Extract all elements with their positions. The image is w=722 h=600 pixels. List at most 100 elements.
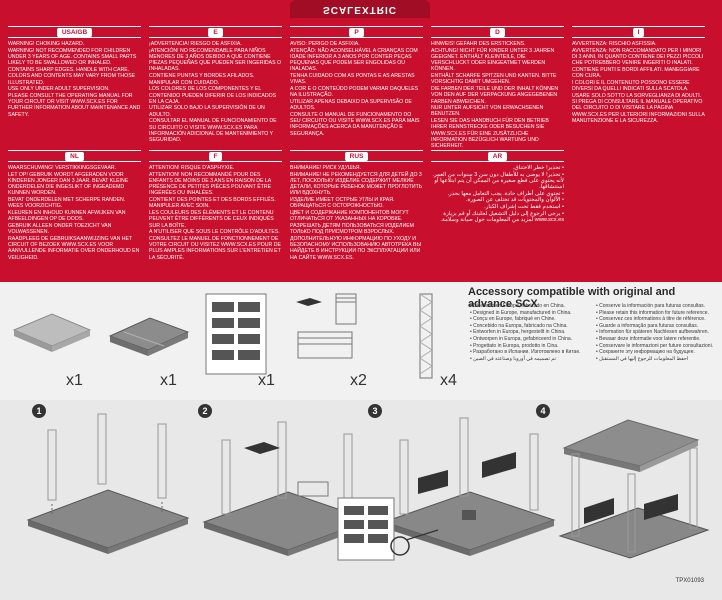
retain-line: • Conserve la información para futuras c…	[596, 303, 706, 309]
warning-line: WARNING! NOT RECOMMENDED FOR CHILDREN UN…	[8, 47, 137, 67]
warning-line: RAADPLEEG DE GEBRUIKSAANWIJZING VAN HET …	[8, 235, 140, 261]
warning-block-ar: AR • تحذير! خطر الاختناق. • تحذير! لا يو…	[431, 150, 564, 261]
quantity-label: x1	[160, 372, 177, 389]
warning-line: KLEUREN EN INHOUD KUNNEN AFWIJKEN VAN AF…	[8, 209, 126, 223]
warning-block-rus: RUS ВНИМАНИЕ! РИСК УДУШЬЯ. ВНИМАНИЕ! НЕ …	[290, 150, 423, 261]
warning-line: WARNING! CHOKING HAZARD.	[8, 41, 85, 47]
origin-line: • Diseñado en Europa, fabricado en China…	[470, 303, 565, 309]
warning-line: РАЗРЕШАТЬ ДЕТЯМ ПОЛЬЗОВАТЬСЯ ИЗДЕЛИЕМ ТО…	[290, 222, 414, 236]
warning-block-i: I AVVERTENZA: RISCHIO ASFISSIA. AVVERTEN…	[572, 26, 705, 150]
warning-block-nl: NL WAARSCHUWING! VERSTIKKINGSGEVAAR. LET…	[8, 150, 141, 261]
truss-pole-piece	[419, 293, 433, 379]
retain-line: • Information für späteren Nachlesen auf…	[596, 329, 709, 336]
retain-line: • Conservez ces informations à titre de …	[596, 316, 706, 323]
quantity-label: x1	[258, 372, 275, 389]
warning-line: CONSULTE O MANUAL DE FUNCIONAMENTO DO SE…	[290, 111, 420, 137]
warning-block-f: F ATTENTION! RISQUE D'ASPHYXIE. ATTENTIO…	[149, 150, 282, 261]
warning-line: BEVAT ONDERDELEN MET SCHERPE RANDEN. WEE…	[8, 197, 126, 210]
warning-line: A COR E O CONTEÚDO PODEM VARIAR DAQUELES…	[290, 85, 419, 99]
step-number: 4	[536, 404, 550, 418]
retain-line: • Please retain this information for fut…	[596, 309, 709, 316]
warning-block-usa-gb: USA/GB WARNING! CHOKING HAZARD. WARNING!…	[8, 26, 141, 150]
lang-badge: D	[490, 27, 505, 37]
sticker-callout	[337, 497, 439, 561]
sticker-sheet-piece	[205, 293, 267, 375]
warning-line: I COLORI E IL CONTENUTO POSSONO ESSERE D…	[572, 79, 690, 92]
lang-badge: USA/GB	[56, 27, 93, 37]
quantity-label: x2	[350, 372, 367, 389]
warning-line: UTILIZAR SOLO BAJO LA SUPERVISIÓN DE UN …	[149, 105, 265, 118]
warning-line: UTILIZAR APENAS DEBAIXO DA SUPERVISÃO DE…	[290, 98, 412, 112]
accessory-title: Accessory compatible with original and a…	[468, 286, 676, 310]
step-4-illustration	[558, 419, 710, 559]
warning-line: ¡ADVERTENCIA! RIESGO DE ASFIXIA.	[149, 41, 242, 47]
step-number: 3	[368, 404, 382, 418]
retain-line: • Bewaar deze informatie voor latere ref…	[596, 335, 701, 342]
lang-badge: AR	[487, 151, 508, 161]
warning-line: CONTIENT DES POINTES ET DES BORDS EFFILÉ…	[149, 197, 276, 210]
lang-badge: F	[208, 151, 223, 161]
origin-line: • Concebido na Europa, fabricado na Chin…	[470, 322, 568, 329]
warning-line: AVVERTENZA: RISCHIO ASFISSIA.	[572, 41, 657, 47]
warning-row-2: NL WAARSCHUWING! VERSTIKKINGSGEVAAR. LET…	[8, 150, 714, 261]
warning-line: ВНИМАНИЕ! НЕ РЕКОМЕНДУЕТСЯ ДЛЯ ДЕТЕЙ ДО …	[290, 171, 423, 197]
warning-line: ¡ATENCIÓN! NO RECOMENDABLE PARA NIÑOS ME…	[149, 47, 282, 73]
warning-line: SI PREGA DI CONSULTARE IL MANUALE OPERAT…	[572, 99, 705, 125]
assembly-illustration	[26, 413, 710, 561]
warning-line: • يرجى الرجوع إلى دليل التشغيل لحلبتك أو…	[440, 210, 564, 223]
retain-line: • Сохраните эту информацию на будущее.	[596, 349, 695, 356]
step-number: 1	[32, 404, 46, 418]
step-number: 2	[198, 404, 212, 418]
step-3-illustration	[382, 417, 556, 556]
warning-line: MANIPULAR CON CUIDADO.	[149, 79, 220, 86]
warning-block-e: E ¡ADVERTENCIA! RIESGO DE ASFIXIA. ¡ATEN…	[149, 26, 282, 150]
origin-line: • Designed in Europe, manufactured in Ch…	[470, 309, 572, 316]
warning-line: HINWEIS! GEFAHR DES ERSTICKENS.	[431, 41, 526, 47]
warning-line: PLEASE CONSULT THE OPERATING MANUAL FOR …	[8, 92, 141, 118]
warning-block-p: P AVISO: PERIGO DE ASFIXIA. ATENÇÃO: NÃO…	[290, 26, 423, 150]
origin-line: • Conçu en Europe, fabriqué en Chine.	[470, 316, 556, 323]
warning-line: • تحتوي على أطراف حادة. يجب التعامل معها…	[447, 190, 564, 197]
warning-line: ATTENTION! RISQUE D'ASPHYXIE.	[149, 165, 235, 171]
warning-line: USARE SOLO SOTTO LA SORVEGLIANZA DI ADUL…	[572, 92, 702, 99]
warning-row-1: USA/GB WARNING! CHOKING HAZARD. WARNING!…	[8, 26, 714, 150]
warning-line: COLORS AND CONTENTS MAY VARY FROM THOSE …	[8, 73, 136, 86]
warning-line: LET OP! GEBRUIK WORDT AFGERADEN VOOR KIN…	[8, 171, 129, 197]
warning-line: NUR UNTER AUFSICHT VON ERWACHSENEN BENUT…	[431, 105, 544, 118]
warning-line: ACHTUNG! NICHT FÜR KINDER UNTER 3 JAHREN…	[431, 47, 555, 73]
warning-line: CONTIENE PUNTAS Y BORDES AFILADOS.	[149, 73, 255, 80]
warning-line: LES COULEURS DES ÉLÉMENTS ET LE CONTENU …	[149, 209, 274, 229]
warning-line: ATTENTION! NON RECOMMANDÉ POUR DES ENFAN…	[149, 171, 272, 197]
origin-line: • Ontworpen in Europa, gefabriceerd in C…	[470, 335, 573, 342]
warning-line: CONSULTAR EL MANUAL DE FUNCIONAMIENTO DE…	[149, 118, 277, 144]
warning-line: ИЗДЕЛИЕ ИМЕЕТ ОСТРЫЕ УГЛЫ И КРАЯ. ОБРАЩА…	[290, 197, 395, 210]
warning-line: LOS COLORES DE LOS COMPONENTES Y EL CONT…	[149, 86, 277, 105]
step-1-illustration	[26, 413, 190, 554]
base-plate-piece	[108, 317, 190, 356]
warning-line: DIE FARBEN DER TEILE UND DER INHALT KÖNN…	[431, 85, 559, 105]
warning-line: WAARSCHUWING! VERSTIKKINGSGEVAAR.	[8, 165, 117, 171]
tent-roof-piece	[12, 313, 92, 352]
warning-line: LESEN SIE DAS HANDBUCH FÜR DEN BETRIEB I…	[431, 118, 549, 150]
origin-info: • Diseñado en Europa, fabricado en China…	[470, 303, 588, 362]
quantity-label: x1	[66, 372, 83, 389]
warning-line: A N'UTILISER QUE SOUS LE CONTRÔLE D'ADUL…	[149, 229, 280, 236]
retain-line: • Conservare le informazioni per future …	[596, 342, 714, 349]
origin-line: • Progettato in Europa, prodotto in Cina…	[470, 342, 559, 349]
warning-line: AVVERTENZA: NON RACCOMANDATO PER I MINOR…	[572, 47, 704, 67]
warning-line: • الألوان والمحتويات قد تختلف عن الصورة.	[465, 197, 564, 204]
warning-line: CONTAINS SHARP EDGES. HANDLE WITH CARE.	[8, 66, 130, 73]
warning-block-d: D HINWEIS! GEFAHR DES ERSTICKENS. ACHTUN…	[431, 26, 564, 150]
warning-line: • تحذير! لا يوصى به للأطفال دون سن 3 سنو…	[432, 171, 564, 191]
lang-badge: RUS	[344, 151, 369, 161]
warning-line: • استخدم فقط تحت إشراف الكبار.	[484, 203, 564, 210]
warning-line: CONTIENE PUNTI E BORDI AFFILATI. MANEGGI…	[572, 66, 700, 80]
warning-line: ATENÇÃO: NÃO ACONSELHÁVEL A CRIANÇAS COM…	[290, 47, 418, 73]
barrier-frame-piece	[296, 293, 357, 359]
lang-badge: I	[632, 27, 645, 37]
product-code: TPX01093	[675, 578, 704, 584]
warning-line: AVISO: PERIGO DE ASFIXIA.	[290, 41, 360, 47]
retain-line: • احفظ المعلومات للرجوع إليها في المستقب…	[596, 355, 689, 362]
warning-line: ДОПОЛНИТЕЛЬНУЮ ИНФОРМАЦИЮ ПО УХОДУ И БЕЗ…	[290, 235, 422, 261]
warning-line: TENHA CUIDADO COM AS PONTAS E AS ARESTAS…	[290, 73, 415, 86]
